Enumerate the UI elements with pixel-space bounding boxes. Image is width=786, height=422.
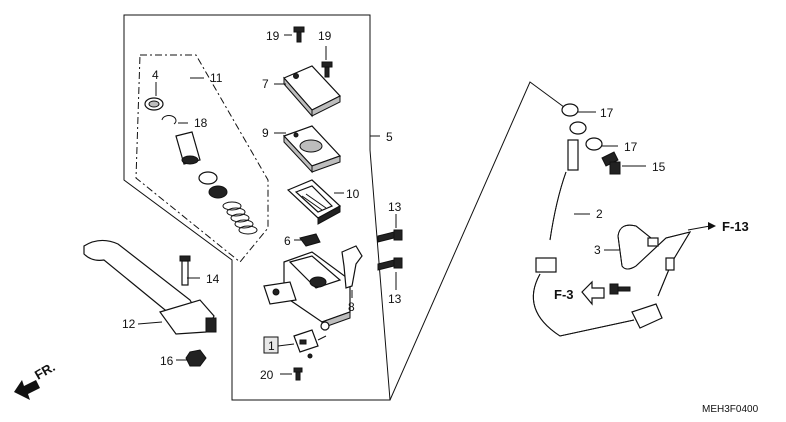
label-10: 10 (346, 187, 360, 201)
hose-clamp-bolt-icon (609, 283, 631, 295)
label-16: 16 (160, 354, 174, 368)
label-20: 20 (260, 368, 274, 382)
sealing-washer-17-lower-icon (585, 137, 603, 151)
switch-clip-icon (299, 233, 321, 247)
label-8: 8 (348, 300, 355, 314)
label-19-upper: 19 (266, 29, 280, 43)
label-17-upper: 17 (600, 106, 614, 120)
screw-20-icon (293, 367, 303, 381)
label-17-lower: 17 (624, 140, 638, 154)
leader-lines (137, 34, 646, 375)
screw-13-lower-icon (377, 257, 403, 271)
label-4: 4 (152, 68, 159, 82)
pivot-nut-icon (185, 349, 207, 367)
diaphragm-icon (286, 179, 342, 225)
label-12: 12 (122, 317, 136, 331)
label-19-cap: 19 (318, 29, 332, 43)
label-5: 5 (386, 130, 393, 144)
brake-hose-icon (532, 121, 663, 337)
label-9: 9 (262, 126, 269, 140)
label-13-upper: 13 (388, 200, 402, 214)
label-14: 14 (206, 272, 220, 286)
brake-light-switch-icon (293, 329, 327, 359)
label-11: 11 (210, 71, 223, 85)
diagram-code: MEH3F0400 (702, 404, 759, 415)
f13-reference-arrow-icon (708, 222, 716, 230)
banjo-bolt-icon (601, 151, 621, 175)
label-15: 15 (652, 160, 666, 174)
reference-f3: F-3 (554, 287, 574, 302)
boot-cover-icon (341, 245, 363, 289)
hose-group-bracket (389, 81, 569, 401)
label-6: 6 (284, 234, 291, 248)
bolt-19-cap-icon (321, 61, 333, 78)
master-cylinder-body-icon (263, 251, 351, 331)
label-1: 1 (268, 339, 275, 353)
circlip-18-icon (161, 115, 177, 125)
label-7: 7 (262, 77, 269, 91)
diaphragm-plate-icon (282, 125, 342, 174)
brake-lever-icon (83, 239, 217, 335)
piston-icon (175, 131, 201, 165)
front-direction-arrow-icon (14, 380, 40, 400)
f3-reference-arrow-icon (581, 280, 605, 306)
label-13-lower: 13 (388, 292, 402, 306)
label-1-box: 1 (263, 336, 279, 354)
label-2: 2 (596, 207, 603, 221)
label-18: 18 (194, 116, 208, 130)
screw-13-upper-icon (377, 229, 403, 243)
spring-icon (222, 201, 258, 235)
bolt-19-upper-icon (293, 26, 305, 43)
label-3: 3 (594, 243, 601, 257)
f13-reference-line (687, 225, 711, 231)
piston-kit-group-outline (135, 54, 269, 263)
boot-4-icon (144, 97, 164, 111)
front-direction-label: FR. (32, 359, 58, 382)
brake-pipe-icon (617, 224, 692, 297)
cup-icon (198, 171, 228, 199)
pivot-bolt-icon (179, 255, 191, 286)
reference-f13: F-13 (722, 219, 749, 234)
master-cylinder-group-outline (123, 14, 391, 401)
sealing-washer-17-upper-icon (561, 103, 579, 117)
reservoir-cap-icon (283, 65, 341, 118)
